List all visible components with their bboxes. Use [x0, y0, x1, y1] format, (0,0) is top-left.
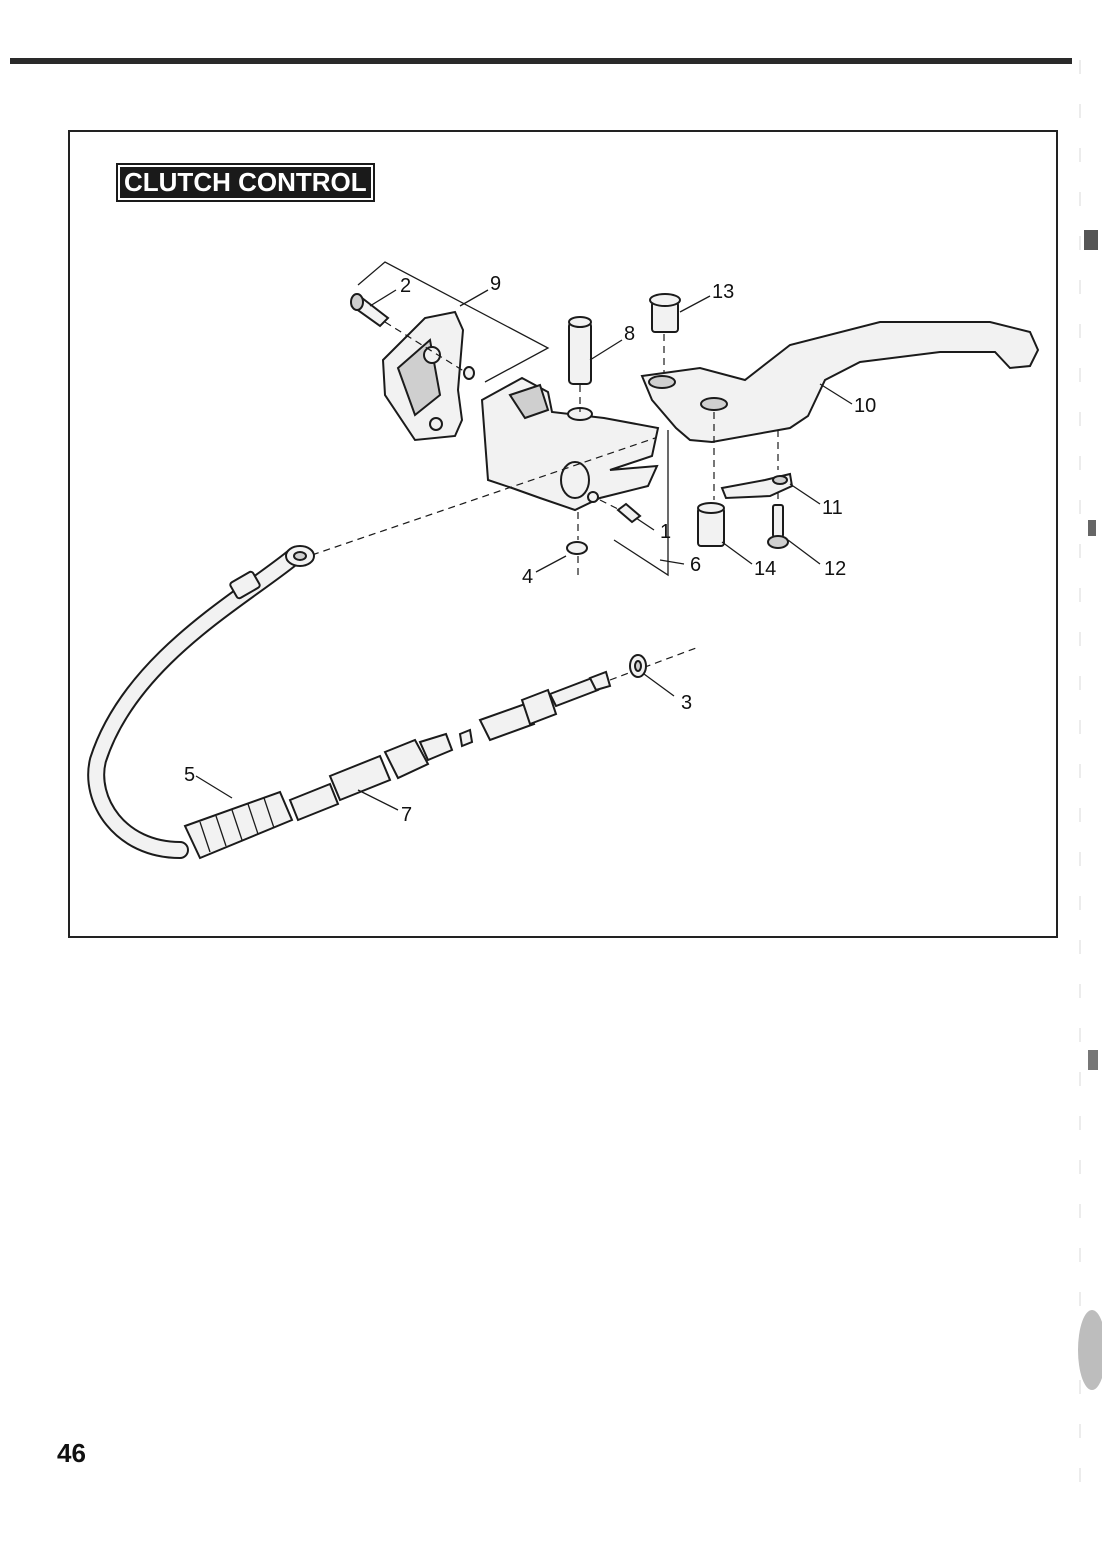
screw-part-12	[767, 504, 789, 549]
assembly-bracket-9	[357, 261, 550, 383]
callout-13: 13	[712, 281, 734, 303]
small-pin-part	[616, 502, 642, 524]
binding-edge	[1078, 60, 1102, 1500]
callout-11: 11	[822, 497, 843, 519]
callout-4: 4	[522, 566, 533, 588]
callout-2: 2	[400, 275, 411, 297]
washer-part	[463, 366, 475, 380]
cable-adjuster-part	[458, 670, 612, 748]
callout-6: 6	[690, 554, 701, 576]
pivot-pin-part	[568, 316, 592, 385]
callout-7: 7	[401, 804, 412, 826]
callout-1: 1	[660, 521, 671, 543]
screw-part	[350, 293, 390, 328]
retaining-clip-part	[566, 541, 588, 555]
callout-9: 9	[490, 273, 501, 295]
diagram-frame	[68, 130, 1058, 938]
assembly-bracket-6	[613, 430, 669, 577]
bushing-part	[649, 293, 681, 333]
top-rule	[10, 58, 1072, 64]
callout-8: 8	[624, 323, 635, 345]
callout-12: 12	[824, 558, 846, 580]
clamp-part	[381, 310, 465, 442]
spacer-part	[697, 502, 725, 547]
diagram-title: CLUTCH CONTROL	[116, 163, 375, 202]
callout-3: 3	[681, 692, 692, 714]
page-number: 46	[57, 1438, 86, 1468]
washer-part-3	[629, 654, 647, 678]
plate-part	[720, 472, 794, 500]
callout-10: 10	[854, 395, 876, 417]
clutch-cable-part	[87, 545, 454, 860]
callout-5: 5	[184, 764, 195, 786]
clutch-lever-part	[640, 321, 1040, 444]
callout-14: 14	[754, 558, 776, 580]
lever-perch-part	[480, 376, 660, 512]
